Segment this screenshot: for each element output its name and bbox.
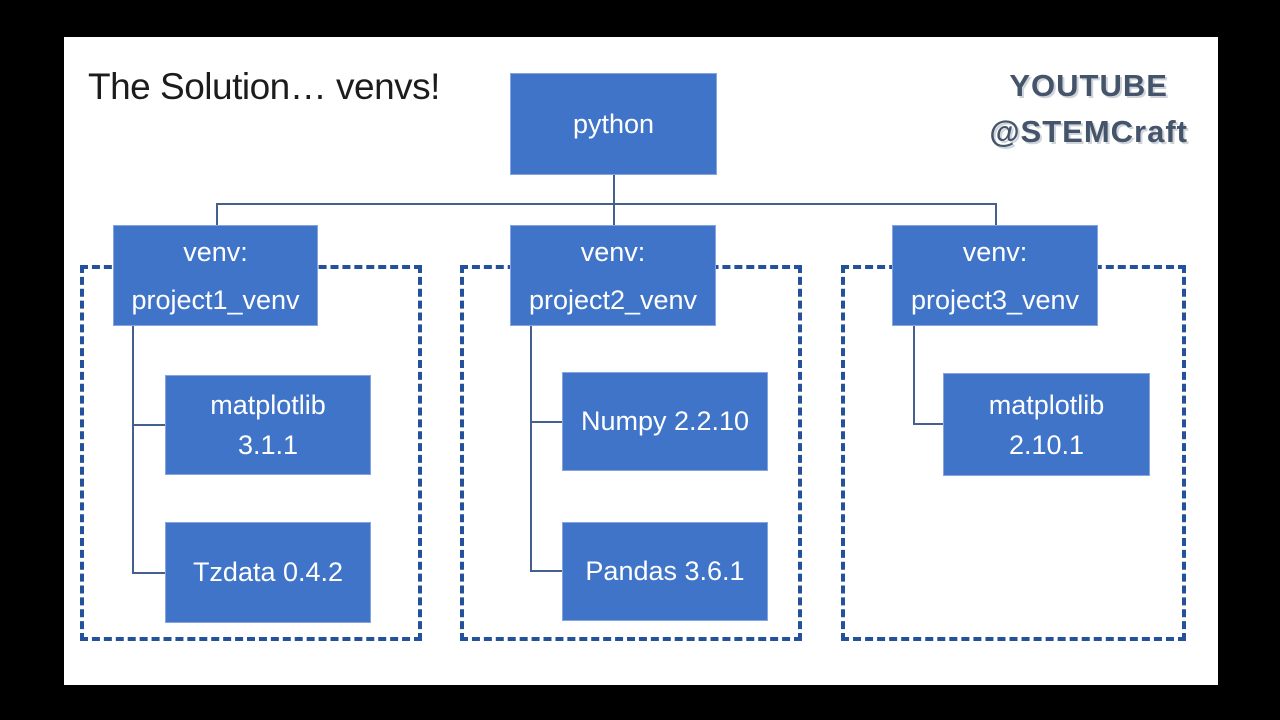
package-node-numpy-2210: Numpy 2.2.10: [562, 372, 768, 471]
connector-drop-venv1: [216, 203, 218, 225]
connector-venv2-branch2: [530, 570, 562, 572]
python-root-label: python: [572, 108, 655, 139]
package-label: Numpy 2.2.10: [580, 406, 750, 436]
venv2-label-line1: venv:: [580, 236, 646, 267]
slide-canvas: The Solution… venvs! YOUTUBE @STEMCraft …: [64, 37, 1218, 685]
watermark-youtube-text: YOUTUBE: [1009, 68, 1168, 103]
package-label-line1: matplotlib: [988, 389, 1105, 420]
venv3-node: venv: project3_venv: [892, 225, 1098, 326]
connector-venv3-branch1: [913, 423, 943, 425]
package-label-line2: 3.1.1: [237, 430, 299, 460]
connector-venv1-branch2: [132, 572, 165, 574]
connector-venv1-trunk: [132, 326, 134, 574]
package-label-line2: 2.10.1: [1008, 429, 1085, 460]
connector-top-bar: [216, 203, 996, 205]
package-node-tzdata-042: Tzdata 0.4.2: [165, 522, 371, 623]
watermark-handle-text: @STEMCraft: [989, 114, 1188, 149]
connector-venv2-branch1: [530, 421, 562, 423]
package-node-matplotlib-2101: matplotlib 2.10.1: [943, 373, 1150, 476]
venv2-node: venv: project2_venv: [510, 225, 716, 326]
venv3-label-line2: project3_venv: [910, 284, 1080, 315]
package-label: Pandas 3.6.1: [585, 556, 745, 586]
venv2-label-line2: project2_venv: [528, 284, 698, 315]
channel-watermark: YOUTUBE @STEMCraft: [989, 63, 1188, 155]
connector-root-stem: [613, 175, 615, 203]
package-node-matplotlib-311: matplotlib 3.1.1: [165, 375, 371, 475]
connector-drop-venv2: [613, 203, 615, 225]
page-title: The Solution… venvs!: [88, 66, 440, 107]
python-root-node: python: [510, 73, 717, 175]
venv1-label-line2: project1_venv: [131, 284, 300, 315]
venv1-label-line1: venv:: [183, 236, 248, 267]
connector-venv1-branch1: [132, 424, 165, 426]
package-label: Tzdata 0.4.2: [192, 557, 344, 587]
package-node-pandas-361: Pandas 3.6.1: [562, 522, 768, 621]
connector-venv3-trunk: [913, 326, 915, 425]
connector-venv2-trunk: [530, 326, 532, 572]
connector-drop-venv3: [995, 203, 997, 225]
package-label-line1: matplotlib: [210, 390, 326, 420]
venv3-label-line1: venv:: [962, 236, 1028, 267]
venv1-node: venv: project1_venv: [113, 225, 318, 326]
